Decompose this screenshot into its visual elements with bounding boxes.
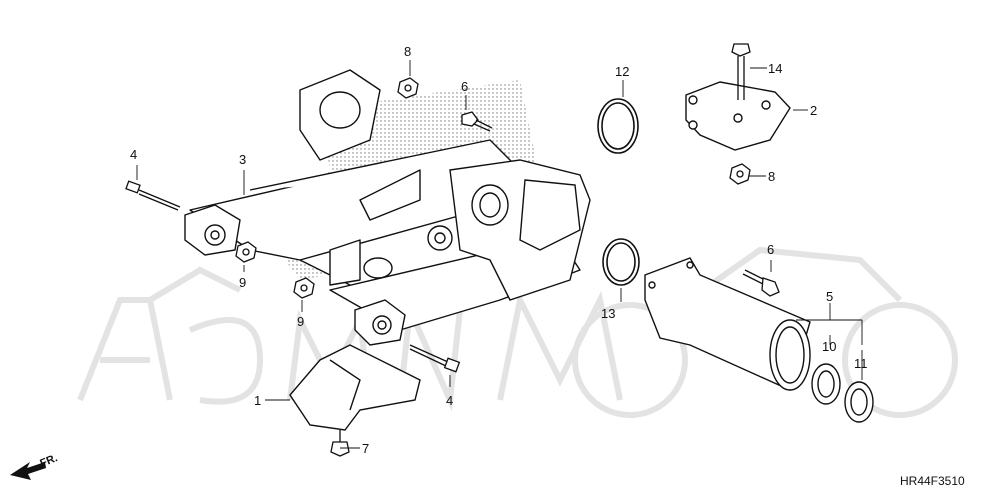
final-drive-housing <box>449 159 591 301</box>
callout-8-right: 8 <box>768 169 776 184</box>
pivot-bushing-left <box>184 204 241 256</box>
callout-1: 1 <box>254 393 262 408</box>
callout-12: 12 <box>615 64 630 79</box>
bolt-6-top <box>461 111 493 132</box>
callout-9-left: 9 <box>239 275 247 290</box>
callout-5: 5 <box>826 289 834 304</box>
callout-14: 14 <box>768 61 783 76</box>
callout-4-right: 4 <box>446 393 454 408</box>
callout-11: 11 <box>854 356 868 371</box>
bearing-10 <box>811 363 841 405</box>
swingarm-body <box>189 69 581 331</box>
bolt-14 <box>731 43 751 100</box>
bolt-7 <box>330 430 350 457</box>
diagram-code: HR44F3510 <box>900 474 965 488</box>
callout-13: 13 <box>601 306 616 321</box>
callout-3: 3 <box>239 152 247 167</box>
front-direction-arrow-icon <box>10 462 46 480</box>
callout-6-right: 6 <box>767 242 775 257</box>
callout-4-left: 4 <box>130 147 138 162</box>
bolt-6-right <box>742 269 780 297</box>
callout-7: 7 <box>362 441 370 456</box>
pivot-bolt-left <box>125 180 181 211</box>
leader-lines <box>136 60 863 449</box>
pivot-bushing-right <box>354 299 406 346</box>
pivot-bolt-right <box>409 344 461 373</box>
pivot-bushing-center <box>427 225 453 251</box>
callout-9-right: 9 <box>297 314 305 329</box>
o-ring-12 <box>597 98 639 154</box>
nut-8-right <box>729 163 751 185</box>
callout-10: 10 <box>822 339 837 354</box>
callout-2: 2 <box>810 103 818 118</box>
callout-6-top: 6 <box>461 79 469 94</box>
nut-right <box>293 277 315 299</box>
callout-8-top: 8 <box>404 44 412 59</box>
nut-left <box>235 241 257 263</box>
seal-11 <box>844 381 874 423</box>
axle-housing-tube <box>644 257 811 391</box>
nut-8-top <box>397 77 419 99</box>
o-ring-13 <box>602 238 640 286</box>
skid-plate <box>289 344 421 431</box>
